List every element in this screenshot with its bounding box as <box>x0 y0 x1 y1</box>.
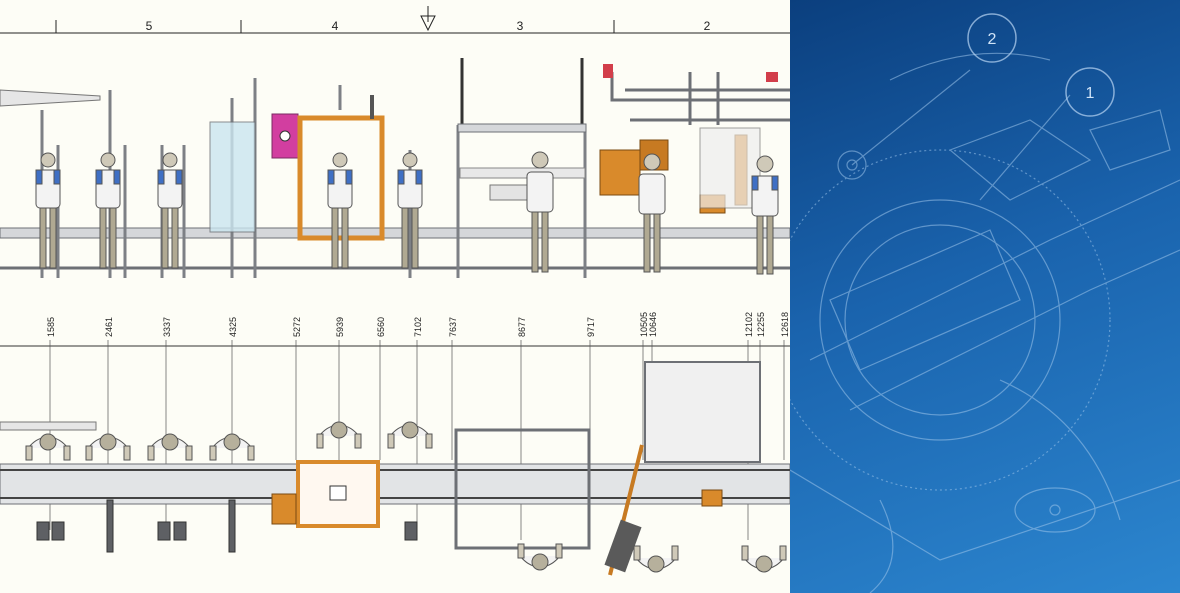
svg-text:1: 1 <box>1086 85 1095 102</box>
svg-text:2: 2 <box>988 31 997 48</box>
elevation-view <box>0 58 790 278</box>
dim-label: 12255 <box>756 312 766 337</box>
orange-gate-frame <box>297 115 385 241</box>
dim-label: 10646 <box>648 312 658 337</box>
operators-elevation <box>35 151 779 275</box>
dim-label: 4325 <box>228 317 238 337</box>
dim-label: 12102 <box>744 312 754 337</box>
blueprint-sketch: 2 1 <box>790 13 1180 593</box>
dim-label: 9717 <box>586 317 596 337</box>
dim-label: 6560 <box>376 317 386 337</box>
assembly-line-drawing: 5 4 3 2 <box>0 6 790 576</box>
dim-label: 2461 <box>104 317 114 337</box>
zone-label-3: 3 <box>517 19 524 33</box>
operators-plan <box>25 421 787 573</box>
arrow-down-icon <box>420 6 436 32</box>
zone-label-5: 5 <box>146 19 153 33</box>
dim-label: 5939 <box>335 317 345 337</box>
callout-2: 2 <box>967 13 1017 63</box>
dim-label: 1585 <box>46 317 56 337</box>
glass-cabinet <box>209 121 256 233</box>
technical-drawing: 5 4 3 2 <box>0 6 790 576</box>
dim-label: 5272 <box>292 317 302 337</box>
zone-label-4: 4 <box>332 19 339 33</box>
elevation-conveyor <box>0 227 790 239</box>
dim-label: 8677 <box>517 317 527 337</box>
piping <box>610 72 790 125</box>
dim-label: 12618 <box>780 312 790 337</box>
dim-label: 10505 <box>639 312 649 337</box>
blueprint-decoration-panel: 2 1 <box>790 0 1180 593</box>
plan-view <box>0 361 790 576</box>
callout-1: 1 <box>1065 67 1115 117</box>
zone-label-2: 2 <box>704 19 711 33</box>
dim-label: 7637 <box>448 317 458 337</box>
dim-label: 7102 <box>413 317 423 337</box>
dim-label: 3337 <box>162 317 172 337</box>
